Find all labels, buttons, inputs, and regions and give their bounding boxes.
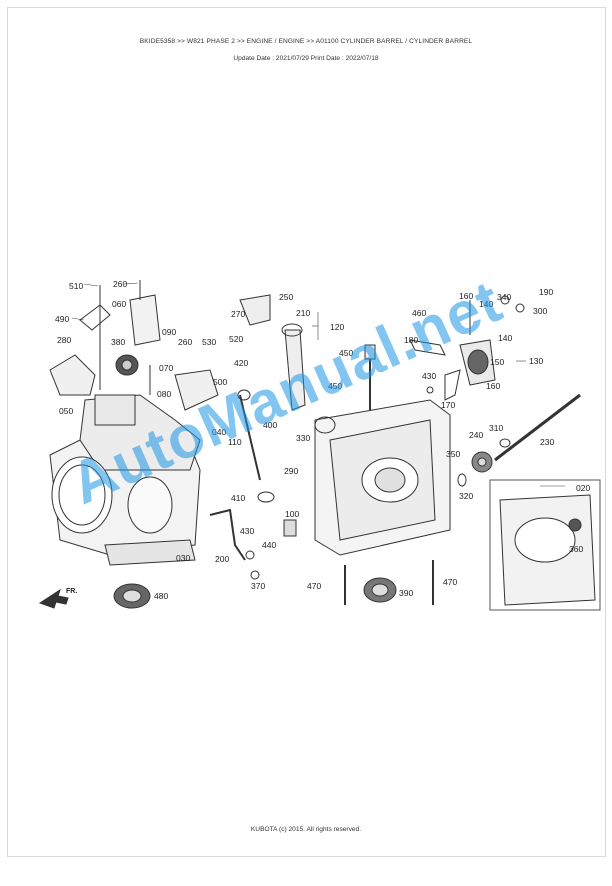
callout: 080 <box>157 389 171 399</box>
callout: 500 <box>213 377 227 387</box>
callout: 300 <box>533 306 547 316</box>
callout: 100 <box>285 509 299 519</box>
callout: 030 <box>176 553 190 563</box>
callout: 020 <box>576 483 590 493</box>
callout: 510 <box>69 281 83 291</box>
callout: 110 <box>228 437 242 447</box>
callout: 160 <box>459 291 473 301</box>
callout: 090 <box>162 327 176 337</box>
callout: 290 <box>284 466 298 476</box>
callout: 310 <box>489 423 503 433</box>
callout: 440 <box>262 540 276 550</box>
center-parts <box>113 294 376 609</box>
fr-label: FR. <box>66 588 77 595</box>
callout: 360 <box>569 544 583 554</box>
callout: 170 <box>441 400 455 410</box>
callout: 280 <box>57 335 71 345</box>
callout: 070 <box>159 363 173 373</box>
callout: 390 <box>399 588 413 598</box>
callout: 450 <box>328 381 342 391</box>
callout: 470 <box>443 577 457 587</box>
callout: 370 <box>251 581 265 591</box>
callout: 160 <box>486 381 500 391</box>
callout: 140 <box>498 333 512 343</box>
callout: 250 <box>279 292 293 302</box>
callout: 460 <box>412 308 426 318</box>
callout: 200 <box>215 554 229 564</box>
callout: 230 <box>540 437 554 447</box>
callout: 320 <box>459 491 473 501</box>
callout: 340 <box>497 292 511 302</box>
callout: 130 <box>529 356 543 366</box>
callout: 060 <box>112 299 126 309</box>
callout: 260 <box>113 279 127 289</box>
callout: 270 <box>231 309 245 319</box>
callout: 150 <box>490 357 504 367</box>
callout: 140 <box>479 299 493 309</box>
date-line: Update Date : 2021/07/29 Print Date : 20… <box>233 55 379 62</box>
callout: 470 <box>307 581 321 591</box>
callout: 520 <box>229 334 243 344</box>
callout: 380 <box>111 337 125 347</box>
callout: 450 <box>339 348 353 358</box>
callout: 410 <box>231 493 245 503</box>
inset-view <box>489 479 601 611</box>
callout: 350 <box>446 449 460 459</box>
callout: 430 <box>422 371 436 381</box>
callout: 480 <box>154 591 168 601</box>
breadcrumb: BKIDE5358 >> W821 PHASE 2 >> ENGINE / EN… <box>139 38 473 45</box>
callout: 400 <box>263 420 277 430</box>
callout: 120 <box>330 322 344 332</box>
callout: 210 <box>296 308 310 318</box>
callout: 420 <box>234 358 248 368</box>
parts-diagram: 510 260 060 490 090 280 380 260 530 070 … <box>38 279 601 611</box>
callout: 530 <box>202 337 216 347</box>
footer-copyright: KUBOTA (c) 2015. All rights reserved. <box>250 826 362 833</box>
callout: 190 <box>539 287 553 297</box>
engine-block-left <box>49 280 219 566</box>
callout: 490 <box>55 314 69 324</box>
crankcase-center <box>314 399 451 605</box>
callout: 240 <box>469 430 483 440</box>
callout: 050 <box>59 406 73 416</box>
callout: 180 <box>404 335 418 345</box>
callout: 040 <box>212 427 226 437</box>
governor-parts <box>409 295 581 487</box>
callout: 430 <box>240 526 254 536</box>
callout: 330 <box>296 433 310 443</box>
callout: 260 <box>178 337 192 347</box>
front-arrow-icon <box>38 588 69 609</box>
